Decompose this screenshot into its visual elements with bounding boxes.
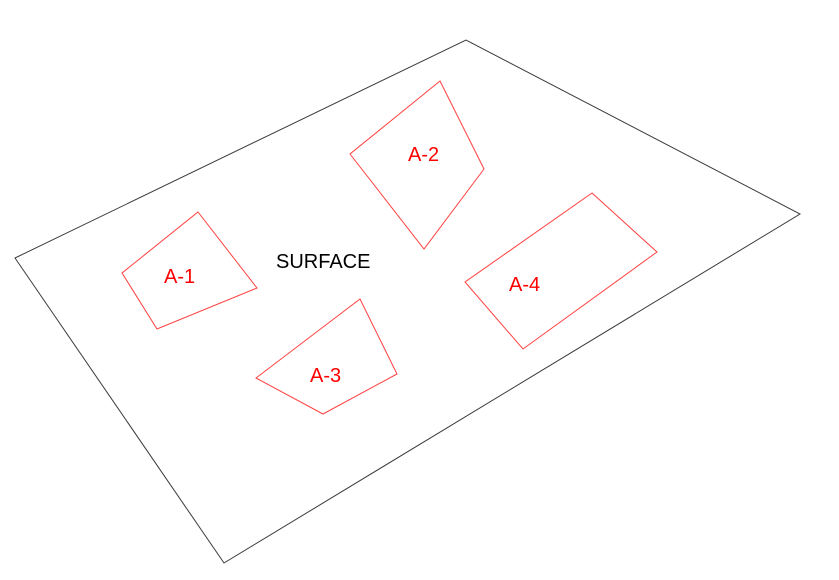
area-label: A-3 — [310, 365, 341, 387]
surface-label: SURFACE — [276, 251, 370, 273]
surface-outline — [14, 39, 802, 564]
area-label: A-4 — [509, 274, 540, 296]
area-outline — [349, 80, 485, 250]
area-a2: A-2 — [349, 80, 485, 250]
area-a4: A-4 — [464, 192, 658, 350]
area-a1: A-1 — [121, 211, 258, 330]
area-outline — [121, 211, 258, 330]
area-label: A-2 — [408, 144, 439, 166]
area-label: A-1 — [164, 266, 195, 288]
area-outline — [464, 192, 658, 350]
area-a3: A-3 — [255, 298, 398, 415]
area-outline — [255, 298, 398, 415]
